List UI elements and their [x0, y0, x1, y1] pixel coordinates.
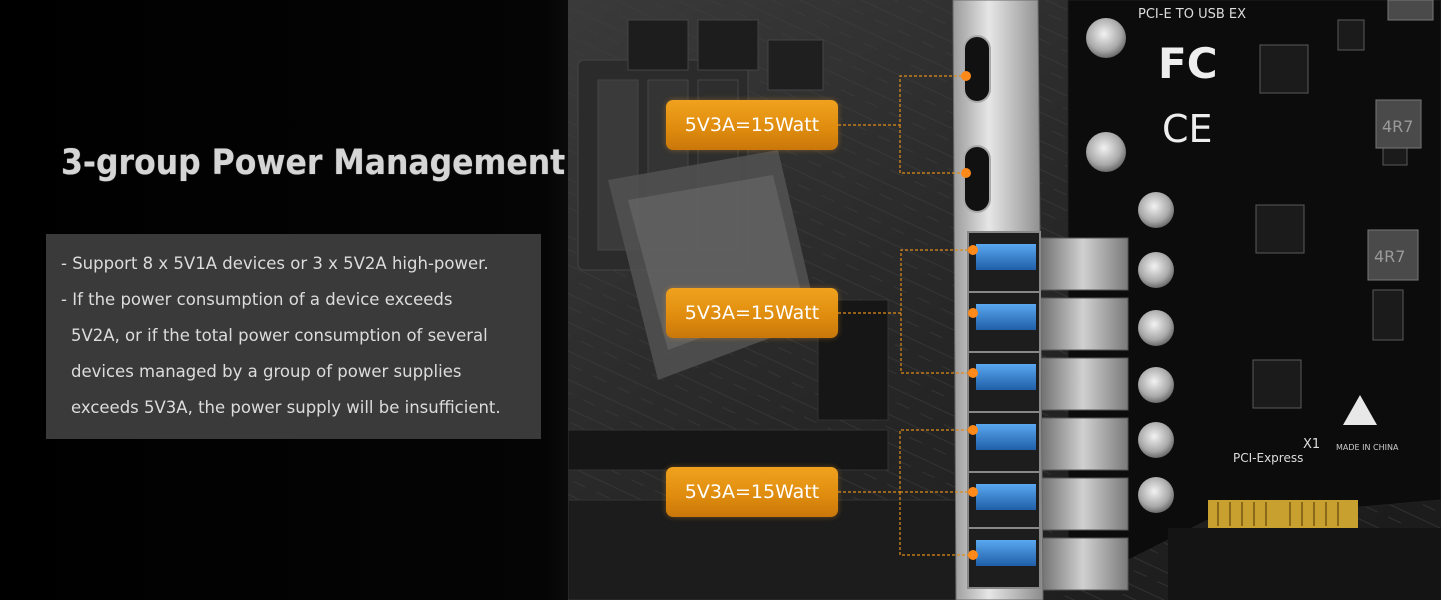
info-bullet-2-line-1: - If the power consumption of a device e…: [61, 290, 453, 309]
callout-dots: [961, 71, 978, 560]
power-group-badge-1: 5V3A=15Watt: [666, 100, 838, 150]
usb-a-port-6: [976, 540, 1036, 566]
power-group-badge-2: 5V3A=15Watt: [666, 288, 838, 338]
usb-a-port-5: [976, 484, 1036, 510]
power-group-badge-3: 5V3A=15Watt: [666, 467, 838, 517]
usb-a-port-2: [976, 304, 1036, 330]
origin-text: MADE IN CHINA: [1336, 443, 1399, 452]
esd-warning-icon: [1343, 395, 1377, 425]
page-title: 3-group Power Management: [61, 143, 566, 183]
info-bullet-2-line-3: devices managed by a group of power supp…: [71, 362, 462, 381]
usb-port-housings: [1037, 237, 1129, 591]
usb-a-port-3: [976, 364, 1036, 390]
pcie-card: PCI-E TO USB EX FC CE PCI-Express X1 MAD…: [1067, 0, 1441, 600]
board-top-text: PCI-E TO USB EX: [1138, 7, 1246, 22]
gold-fingers: [1208, 500, 1358, 528]
inductor-label-2: 4R7: [1374, 247, 1405, 266]
usb-a-ports: [967, 231, 1041, 589]
usb-c-port-1: [963, 35, 991, 103]
fcc-mark: FC: [1158, 39, 1218, 88]
usb-c-ports: [963, 35, 991, 213]
controller-chips: [1252, 19, 1408, 409]
usb-a-port-4: [976, 424, 1036, 450]
inductor-label-1: 4R7: [1382, 117, 1413, 136]
usb-a-port-1: [976, 244, 1036, 270]
interface-text: PCI-Express: [1233, 451, 1303, 465]
motherboard-heatsink: [577, 19, 824, 271]
callout-lines: [838, 75, 973, 556]
ce-mark: CE: [1162, 107, 1213, 151]
interface-lane: X1: [1303, 437, 1320, 452]
usb-c-port-2: [963, 145, 991, 213]
info-bullet-2-line-2: 5V2A, or if the total power consumption …: [71, 326, 488, 345]
inductors: [1367, 0, 1434, 281]
capacitors: [1086, 18, 1174, 513]
info-bullet-2-line-4: exceeds 5V3A, the power supply will be i…: [71, 398, 501, 417]
info-bullet-1: - Support 8 x 5V1A devices or 3 x 5V2A h…: [61, 254, 489, 273]
info-panel: - Support 8 x 5V1A devices or 3 x 5V2A h…: [46, 234, 541, 439]
